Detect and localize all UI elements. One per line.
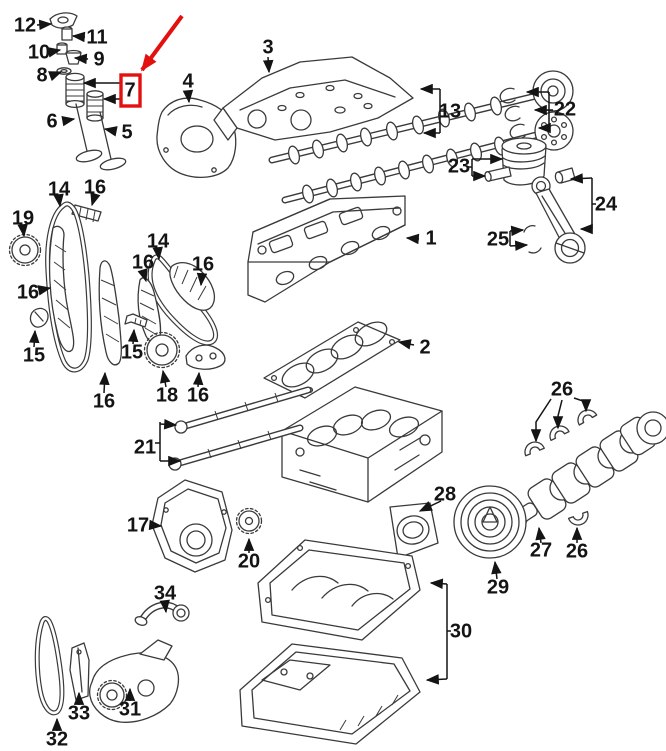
callout-4[interactable]: 4 <box>182 70 194 92</box>
callout-9[interactable]: 9 <box>93 48 104 70</box>
callout-23[interactable]: 23 <box>448 155 470 177</box>
callout-leader-lines <box>17 19 596 731</box>
highlight-box <box>119 73 142 108</box>
left-timing-chain-assembly-drawing <box>8 201 122 373</box>
callout-19[interactable]: 19 <box>12 207 34 229</box>
main-bearing-lower-drawing <box>567 510 589 526</box>
callout-labels: 12 11 10 9 8 7 6 5 4 3 13 22 23 24 25 1 … <box>12 14 618 750</box>
callout-15-middle[interactable]: 15 <box>121 341 143 363</box>
callout-17[interactable]: 17 <box>127 514 149 536</box>
callout-12[interactable]: 12 <box>14 14 36 36</box>
callout-32[interactable]: 32 <box>46 728 68 750</box>
callout-26-upper[interactable]: 26 <box>551 378 573 400</box>
callout-16-middle-bottom[interactable]: 16 <box>187 384 209 406</box>
intake-valve-drawing <box>75 103 103 163</box>
callout-16-topleft[interactable]: 16 <box>84 176 106 198</box>
callout-14-middle[interactable]: 14 <box>147 230 170 252</box>
callout-11[interactable]: 11 <box>86 26 107 48</box>
balance-shafts-drawing <box>168 386 312 471</box>
callout-29[interactable]: 29 <box>487 576 509 598</box>
callout-21[interactable]: 21 <box>134 436 156 458</box>
part-drawings <box>8 12 666 745</box>
callout-16-middle-right[interactable]: 16 <box>192 253 214 275</box>
upper-oil-pan-drawing <box>257 539 421 641</box>
callout-16-bottomleft[interactable]: 16 <box>93 390 115 412</box>
callout-25[interactable]: 25 <box>487 228 509 250</box>
callout-28[interactable]: 28 <box>434 483 456 505</box>
highlight-annotation <box>119 14 184 108</box>
rocker-arm-drawing <box>49 12 78 29</box>
callout-27[interactable]: 27 <box>530 539 552 561</box>
callout-13[interactable]: 13 <box>439 100 461 122</box>
oil-pump-assembly-drawing <box>34 601 190 723</box>
lower-oil-pan-drawing <box>239 643 421 745</box>
highlight-arrow <box>140 14 184 72</box>
cylinder-head-drawing <box>247 195 406 303</box>
valve-spring-drawings <box>65 72 104 122</box>
camshafts-drawing <box>268 70 574 204</box>
callout-2[interactable]: 2 <box>419 336 430 358</box>
crank-pulley-drawing <box>453 485 527 559</box>
head-gasket-drawing <box>263 321 401 399</box>
callout-31[interactable]: 31 <box>119 698 141 720</box>
callout-1[interactable]: 1 <box>425 227 436 249</box>
callout-18[interactable]: 18 <box>156 384 178 406</box>
callout-16-midleft[interactable]: 16 <box>17 281 39 303</box>
spring-retainer-drawing <box>65 49 82 65</box>
main-bearings-upper-drawing <box>524 409 598 457</box>
callout-14-left[interactable]: 14 <box>48 178 71 200</box>
callout-26-lower[interactable]: 26 <box>566 540 588 562</box>
callout-34[interactable]: 34 <box>154 582 177 604</box>
callout-20[interactable]: 20 <box>238 550 260 572</box>
callout-33[interactable]: 33 <box>68 702 90 724</box>
lower-timing-cover-drawing <box>151 479 233 573</box>
callout-16-middle-left[interactable]: 16 <box>132 251 154 273</box>
rear-main-seal-drawing <box>389 502 439 559</box>
oil-pump-sprocket-drawing <box>235 507 263 535</box>
callout-15-left[interactable]: 15 <box>23 344 45 366</box>
callout-8[interactable]: 8 <box>36 64 47 86</box>
callout-3[interactable]: 3 <box>262 36 273 58</box>
valve-cover-drawing <box>213 56 414 141</box>
callout-30[interactable]: 30 <box>450 620 472 642</box>
callout-7-highlighted[interactable]: 7 <box>124 79 135 101</box>
callout-5[interactable]: 5 <box>121 121 132 143</box>
callout-10[interactable]: 10 <box>28 41 50 63</box>
engine-block-drawing <box>281 386 443 503</box>
callout-22[interactable]: 22 <box>554 98 576 120</box>
callout-24[interactable]: 24 <box>595 193 618 215</box>
callout-6[interactable]: 6 <box>46 110 57 132</box>
hydraulic-support-drawing <box>61 26 73 41</box>
piston-and-rod-drawing <box>484 87 586 264</box>
